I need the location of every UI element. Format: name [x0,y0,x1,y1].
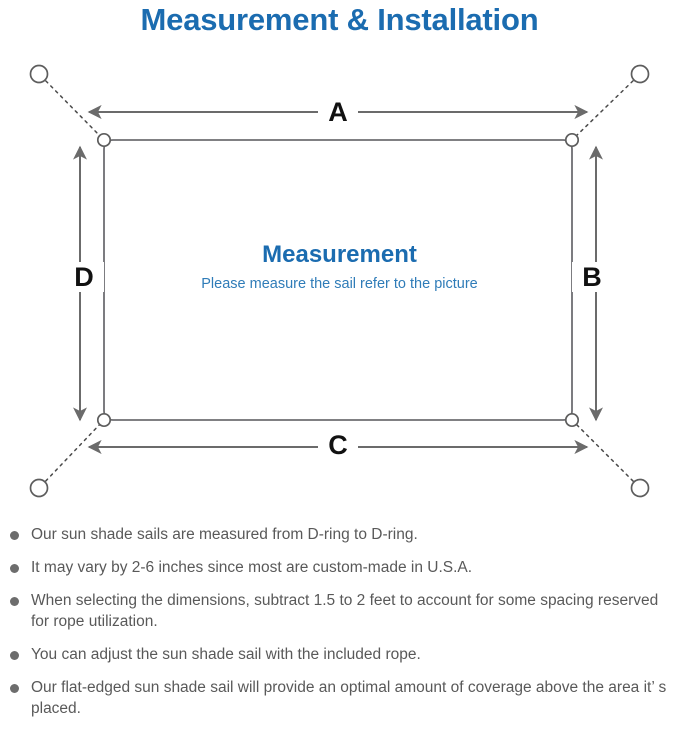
anchor-point-bottom-left [29,478,49,498]
list-item: Our flat-edged sun shade sail will provi… [0,677,679,719]
d-ring-icon-bottom-left [96,412,112,428]
dimension-label-a: A [318,97,358,127]
list-item: When selecting the dimensions, subtract … [0,590,679,632]
bullet-icon [10,651,19,660]
note-text: Our sun shade sails are measured from D-… [31,526,418,543]
anchor-point-bottom-right [630,478,650,498]
rope-top-right [572,75,639,140]
bullet-icon [10,684,19,693]
note-text: When selecting the dimensions, subtract … [31,592,659,630]
note-text: It may vary by 2-6 inches since most are… [31,559,473,576]
dimension-label-d: D [64,262,104,292]
dimension-label-c: C [318,430,358,460]
notes-list: Our sun shade sails are measured from D-… [0,524,679,731]
bullet-icon [10,597,19,606]
rope-top-left [40,75,104,140]
rope-bottom-right [572,420,639,487]
bullet-icon [10,531,19,540]
note-text: Our flat-edged sun shade sail will provi… [31,679,667,717]
bullet-icon [10,564,19,573]
d-ring-icon-bottom-right [564,412,580,428]
list-item: It may vary by 2-6 inches since most are… [0,557,679,578]
d-ring-icon-top-left [96,132,112,148]
page-title: Measurement & Installation [140,2,539,37]
rope-bottom-left [40,420,104,487]
note-text: You can adjust the sun shade sail with t… [31,646,421,663]
d-ring-icon-top-right [564,132,580,148]
list-item: Our sun shade sails are measured from D-… [0,524,679,545]
list-item: You can adjust the sun shade sail with t… [0,644,679,665]
anchor-point-top-right [630,64,650,84]
anchor-point-top-left [29,64,49,84]
sun-shade-sail-measurement-diagram [29,64,650,498]
sail-outline [103,139,573,421]
dimension-label-b: B [572,262,612,292]
